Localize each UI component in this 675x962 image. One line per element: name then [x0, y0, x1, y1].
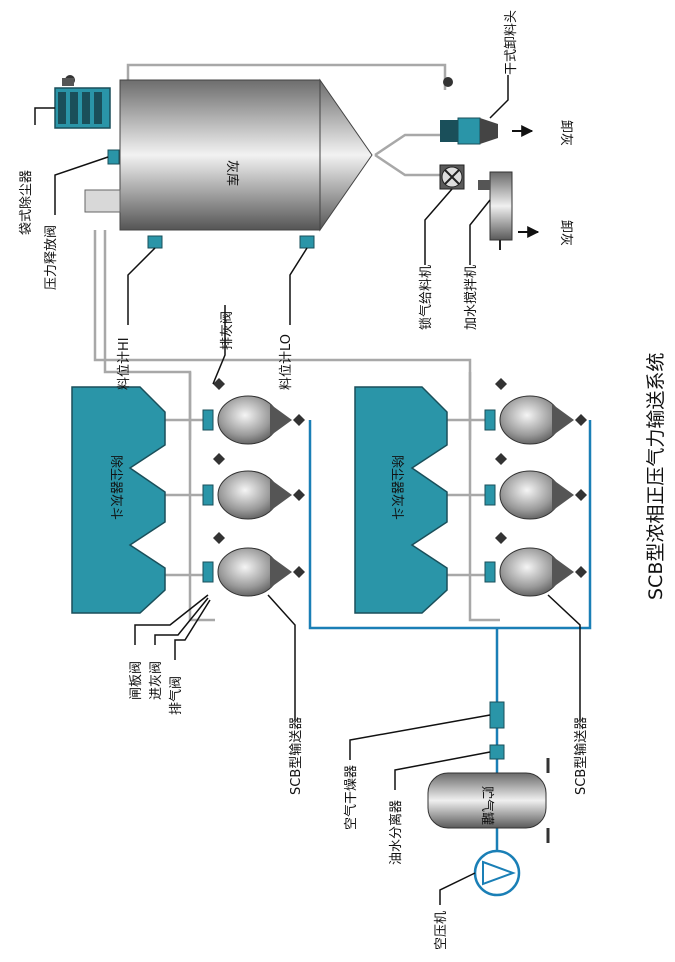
label-gate-valve: 闸板阀: [129, 661, 144, 700]
label-level-lo: 料位计LO: [279, 334, 294, 390]
label-vent-valve-top: 排灰阀: [220, 311, 235, 350]
scb-vessel: [217, 547, 292, 597]
dry-unloader: [440, 77, 498, 145]
oil-water-separator: [489, 744, 505, 760]
label-tank: 贮气罐: [479, 786, 495, 825]
level-sensor-lo: [299, 235, 315, 249]
air-dryer: [489, 701, 505, 729]
label-compressor: 空压机: [434, 911, 449, 950]
ash-silo: [84, 78, 373, 232]
compressor-icon: [473, 849, 521, 897]
level-sensor-hi: [147, 235, 163, 249]
label-inlet-valve: 进灰阀: [149, 661, 164, 700]
label-separator: 油水分离器: [388, 800, 404, 865]
label-ash-silo: 灰库: [224, 160, 240, 186]
label-dry-unloader: 干式卸料头: [503, 10, 519, 75]
humidifier: [478, 171, 513, 250]
diagram-title: SCB型浓相正压气力输送系统: [645, 353, 667, 600]
scb-vessel: [217, 395, 292, 445]
vent-valve-icon: [213, 378, 305, 578]
dust-hopper-1: [71, 386, 166, 614]
dust-hopper-2: [354, 386, 448, 614]
label-exhaust-valve: 排气阀: [168, 676, 184, 715]
label-level-hi: 料位计HI: [117, 337, 132, 390]
label-hopper-2: 除尘器灰斗: [389, 455, 404, 520]
label-pressure-relief-valve: 压力释放阀: [44, 225, 59, 290]
valve-set: [484, 409, 496, 583]
label-scb-1: SCB型输送器: [288, 717, 304, 795]
air-receiver-tank: [427, 758, 550, 843]
scb-vessel: [499, 547, 574, 597]
label-hopper-1: 除尘器灰斗: [108, 455, 123, 520]
vent-valve-icon: [495, 378, 587, 578]
label-rotary-feeder: 锁气给料机: [418, 265, 434, 330]
scb-vessel: [217, 470, 292, 520]
scb-vessel: [499, 470, 574, 520]
valve-set: [202, 409, 214, 583]
label-scb-2: SCB型输送器: [573, 717, 589, 795]
pressure-relief-valve: [107, 149, 120, 165]
label-air-dryer: 空气干燥器: [343, 765, 359, 830]
label-bag-filter: 袋式除尘器: [19, 170, 34, 235]
label-humidifier: 加水搅拌机: [463, 265, 479, 330]
label-unload-2: 卸灰: [558, 220, 574, 246]
label-unload-1: 卸灰: [558, 120, 574, 146]
vent-piping: [93, 63, 500, 622]
scb-vessel: [499, 395, 574, 445]
bag-filter: [54, 75, 111, 129]
rotary-feeder: [439, 164, 465, 190]
leader-lines: [34, 75, 581, 905]
